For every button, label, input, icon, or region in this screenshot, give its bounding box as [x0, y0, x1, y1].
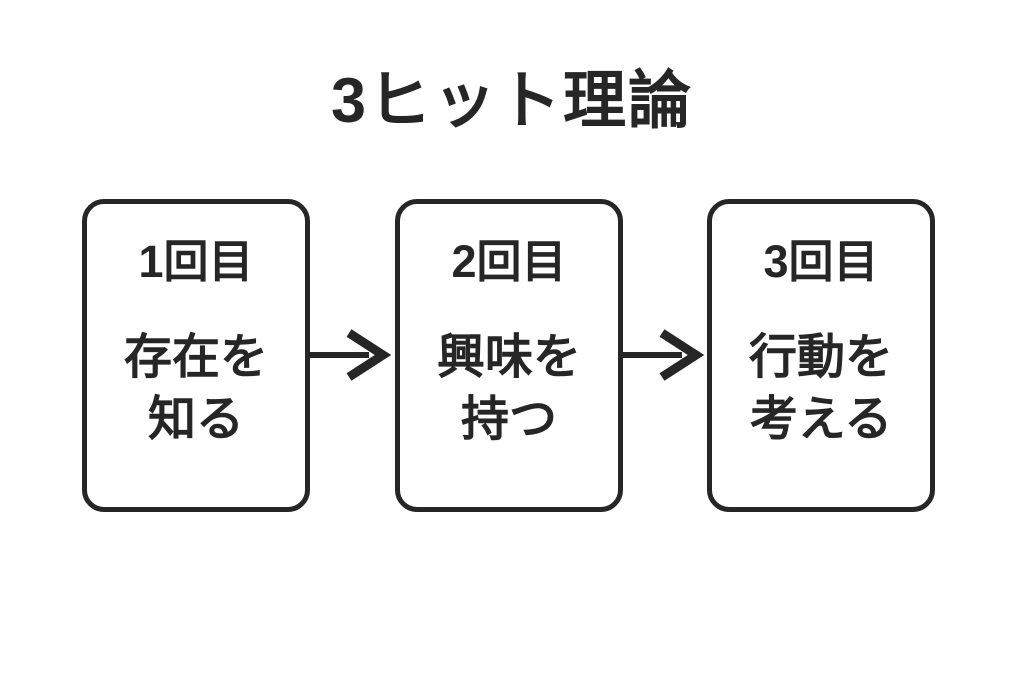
step-1-text-line2: 知る — [147, 392, 244, 446]
diagram-title: 3ヒット理論 — [330, 66, 694, 136]
step-1-text-line1: 存在を — [123, 330, 268, 384]
step-3-text: 行動を 考える — [712, 327, 930, 451]
step-card-2: 2回目 興味を 持つ — [395, 199, 623, 512]
step-1-label: 1回目 — [138, 236, 254, 287]
step-3-text-line2: 考える — [749, 392, 893, 446]
step-2-label: 2回目 — [451, 236, 567, 287]
right-arrow-icon — [303, 326, 395, 384]
step-3-text-line1: 行動を — [748, 330, 893, 384]
step-card-3: 3回目 行動を 考える — [707, 199, 935, 512]
step-1-text: 存在を 知る — [87, 327, 305, 451]
step-2-text: 興味を 持つ — [400, 327, 618, 451]
step-2-text-line2: 持つ — [460, 392, 557, 446]
right-arrow-icon — [616, 326, 708, 384]
step-3-label: 3回目 — [763, 236, 879, 287]
step-2-text-line1: 興味を — [436, 330, 581, 384]
step-card-1: 1回目 存在を 知る — [82, 199, 310, 512]
